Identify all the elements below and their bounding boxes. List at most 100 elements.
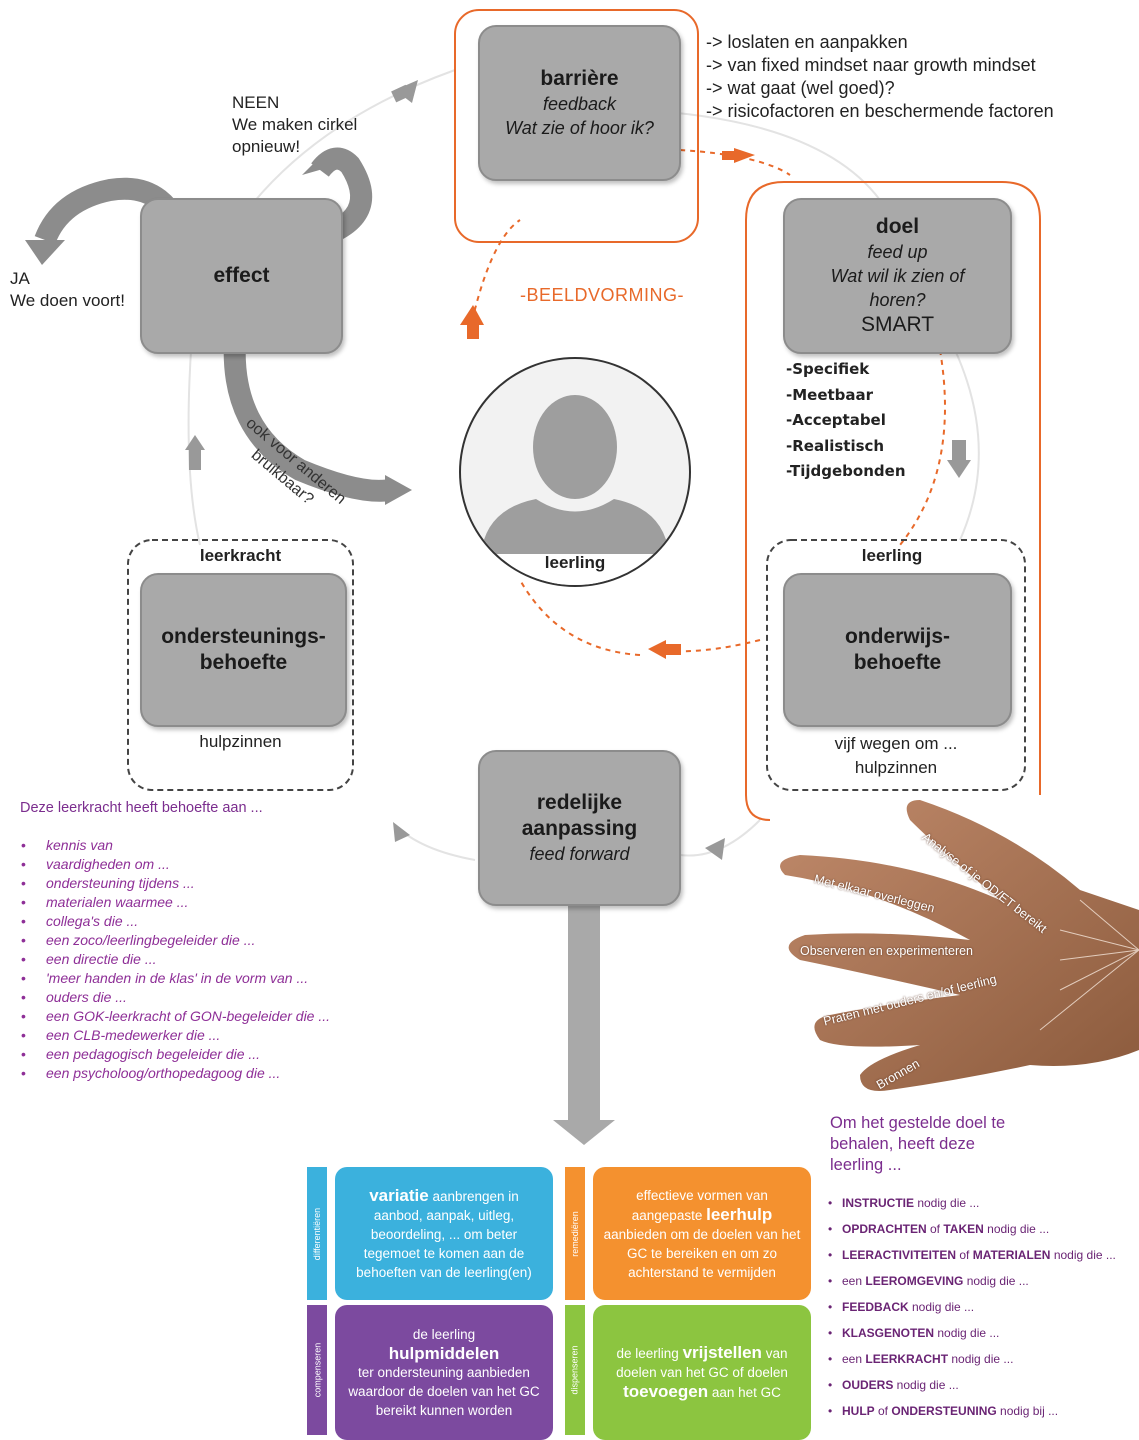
keyword: KLASGENOTEN [842,1326,935,1340]
list-item: een directie die ... [21,950,330,969]
list-text: of [874,1404,892,1418]
tile-text: aanbieden om de doelen van het GC te ber… [603,1226,801,1280]
list-item: FEEDBACK nodig die ... [828,1294,1116,1320]
ondersteuning-header: leerkracht [199,546,282,565]
effect-box: effect [140,198,343,354]
list-text: nodig die ... [908,1300,975,1314]
list-item: 'meer handen in de klas' in de vorm van … [21,969,330,988]
tile-bold: variatie [369,1185,429,1205]
list-item: INSTRUCTIE nodig die ... [828,1190,1116,1216]
ondersteuning-box: ondersteunings-behoefte [140,573,347,727]
keyword: MATERIALEN [972,1248,1051,1262]
neen-text: NEEN We maken cirkel opnieuw! [232,92,357,158]
onderwijs-dashed-frame [766,539,1026,791]
side-label: differentiëren [312,1207,322,1260]
tile-remedieren-text: effectieve vormen van aangepaste leerhul… [603,1186,801,1282]
aanpassing-box: redelijke aanpassing feed forward [478,750,681,906]
barriere-line1: feedback [542,94,617,114]
cycle-line-top [639,109,881,201]
list-item: een CLB-medewerker die ... [21,1026,330,1045]
smart-item: -Tijdgebonden [786,462,906,480]
leerling-intro: Om het gestelde doel te behalen, heeft d… [830,1114,1006,1174]
side-bar-differentieren: differentiëren [307,1167,327,1300]
neen-l2: We maken cirkel [232,115,358,134]
ondersteuning-footer: hulpzinnen [199,732,282,751]
doel-line1: feed up [867,242,928,262]
doel-line2: Wat wil ik zien of horen? [830,266,965,310]
keyword: HULP [842,1404,875,1418]
list-item: ouders die ... [21,988,330,1007]
tile-bold: hulpmiddelen [388,1344,500,1363]
curved-arrow-anderen [223,339,392,502]
list-item: een zoco/leerlingbegeleider die ... [21,931,330,950]
list-text: een [842,1274,866,1288]
doel-smart: SMART [860,313,935,336]
keyword: LEEROMGEVING [865,1274,964,1288]
finger-label: Observeren en experimenteren [800,944,974,958]
hand-image [780,800,1139,1091]
dashed-arc-right [899,349,946,546]
tile-compenseren: de leerling hulpmiddelen ter ondersteuni… [335,1305,553,1440]
doel-box: doel feed up Wat wil ik zien of horen? S… [783,198,1012,354]
tile-differentieren-text: variatie aanbrengen in aanbod, aanpak, u… [345,1186,543,1282]
keyword: LEERKRACHT [865,1352,949,1366]
list-item: LEERACTIVITEITEN of MATERIALEN nodig die… [828,1242,1116,1268]
onderwijs-footer2: hulpzinnen [854,758,938,777]
list-text: nodig die ... [963,1274,1029,1288]
side-bar-remedieren: remediëren [565,1167,585,1300]
grey-arrow-left-up [185,435,205,450]
onderwijs-box: onderwijs-behoefte [783,573,1012,727]
list-item: ondersteuning tijdens ... [21,874,330,893]
tile-dispenseren: de leerling vrijstellen van doelen van h… [593,1305,811,1440]
keyword: INSTRUCTIE [842,1196,914,1210]
list-item: HULP of ONDERSTEUNING nodig bij ... [828,1398,1116,1424]
barriere-line2: Wat zie of hoor ik? [505,118,654,138]
list-item: een psycholoog/orthopedagoog die ... [21,1064,330,1083]
barriere-box: barrière feedback Wat zie of hoor ik? [478,25,681,181]
list-text: of [956,1248,973,1262]
tile-text: de leerling [616,1346,683,1361]
note-4: -> risicofactoren en beschermende factor… [706,101,1054,121]
leerkracht-intro: Deze leerkracht heeft behoefte aan ... [20,800,263,816]
orange-arrow-top [734,148,755,163]
leerling-needs-list: INSTRUCTIE nodig die ... OPDRACHTEN of TA… [828,1190,1116,1424]
effect-title: effect [213,264,270,287]
list-item: een LEEROMGEVING nodig die ... [828,1268,1116,1294]
neen-l3: opnieuw! [232,137,301,156]
list-text: nodig die ... [914,1196,980,1210]
list-text: nodig bij ... [996,1404,1059,1418]
tile-text: aan het GC [708,1385,781,1400]
orange-arrow-bottom [648,640,666,659]
list-text: een [842,1352,866,1366]
barriere-notes: -> loslaten en aanpakken -> van fixed mi… [706,31,1054,123]
keyword: FEEDBACK [842,1300,909,1314]
list-item: kennis van [21,836,330,855]
tile-bold: leerhulp [706,1204,773,1224]
tile-remedieren: effectieve vormen van aangepaste leerhul… [593,1167,811,1300]
smart-item: -Realistisch [786,436,885,455]
neen-l1: NEEN [232,93,280,112]
tile-bold: vrijstellen [682,1343,762,1362]
list-item: collega's die ... [21,912,330,931]
note-3: -> wat gaat (wel goed)? [706,78,895,98]
tile-text: effectieve vormen van aangepaste [631,1187,768,1223]
aanpassing-title1: redelijke [536,791,623,814]
keyword: OPDRACHTEN [842,1222,927,1236]
ondersteuning-title: ondersteunings-behoefte [161,625,326,674]
list-item: vaardigheden om ... [21,855,330,874]
doel-frame [745,181,1041,821]
keyword: TAKEN [943,1222,984,1236]
side-label: remediëren [570,1210,580,1257]
cycle-line-right [954,349,980,541]
list-text: nodig die ... [948,1352,1014,1366]
aanpassing-title2: aanpassing [521,817,638,840]
list-item: een GOK-leerkracht of GON-begeleider die… [21,1007,330,1026]
smart-item: -Acceptabel [786,411,886,429]
grey-arrow-bottom-left [393,822,410,842]
keyword: OUDERS [842,1378,894,1392]
note-2: -> van fixed mindset naar growth mindset [706,55,1036,75]
onderwijs-title: onderwijs-behoefte [844,625,950,674]
list-text: of [926,1222,944,1236]
list-text: nodig die ... [934,1326,1000,1340]
